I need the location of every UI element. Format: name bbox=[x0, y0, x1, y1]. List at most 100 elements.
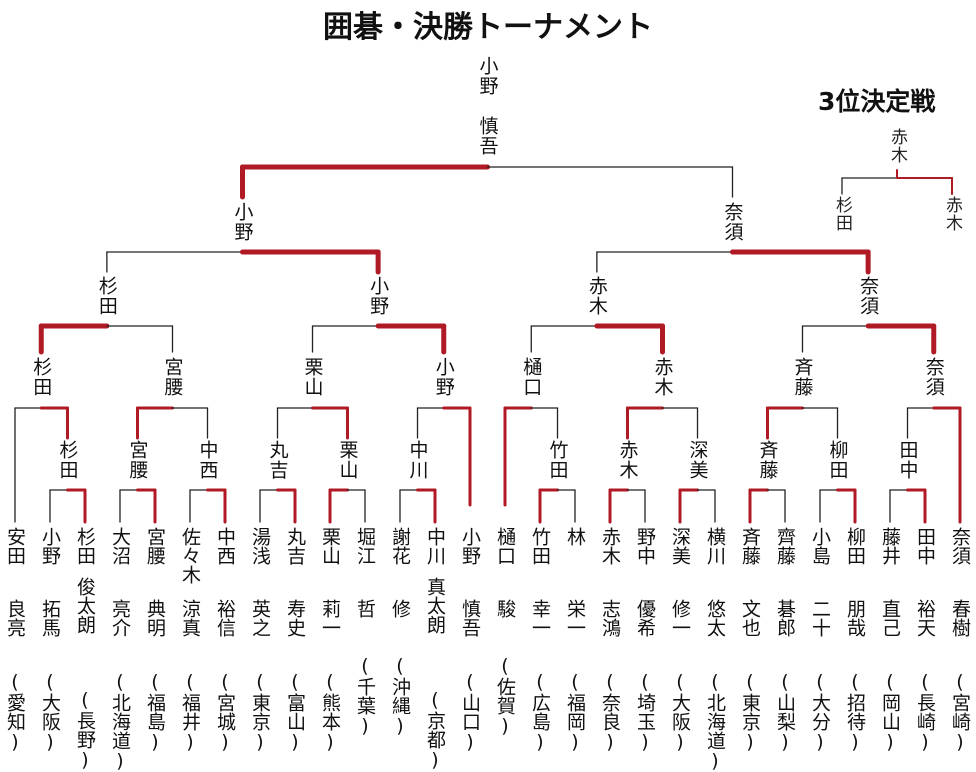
player-given-name: 慎吾 bbox=[459, 599, 481, 637]
player-prefecture: (千葉) bbox=[354, 655, 376, 737]
player-prefecture: (沖縄) bbox=[389, 655, 411, 737]
player-prefecture: (大阪) bbox=[39, 671, 61, 753]
bracket-lines bbox=[14, 164, 962, 524]
round2-winner-label: 栗山 bbox=[301, 357, 324, 397]
player-given-name: 駿 bbox=[494, 599, 516, 618]
player-prefecture: (広島) bbox=[529, 671, 551, 753]
player-entry: 赤木志鴻 (奈良) bbox=[595, 527, 625, 753]
player-surname: 佐々木 bbox=[179, 527, 201, 584]
player-prefecture: (山梨) bbox=[774, 671, 796, 753]
player-prefecture: (東京) bbox=[249, 671, 271, 753]
player-prefecture: (大分) bbox=[809, 671, 831, 753]
champion-surname: 小野 bbox=[476, 56, 499, 96]
player-given-name: 英之 bbox=[249, 599, 271, 637]
player-surname: 杉田 bbox=[74, 527, 96, 565]
player-prefecture: (大阪) bbox=[669, 671, 691, 753]
player-surname: 中西 bbox=[214, 527, 236, 565]
player-surname: 横川 bbox=[704, 527, 726, 565]
third-place-winner-label: 赤木 bbox=[887, 128, 907, 164]
third-place-player-right: 赤木 bbox=[942, 196, 962, 232]
player-surname: 奈須 bbox=[949, 527, 971, 565]
player-prefecture: (福島) bbox=[144, 671, 166, 753]
player-surname: 齊藤 bbox=[774, 527, 796, 565]
round2-winner-label: 樋口 bbox=[520, 357, 543, 397]
player-entry: 柳田朋哉(招待) bbox=[840, 527, 870, 753]
quarterfinal-winner-label: 小野 bbox=[367, 276, 390, 316]
round1-winner-label: 中川 bbox=[406, 440, 429, 480]
round1-winner-label: 杉田 bbox=[56, 440, 79, 480]
player-given-name: 典明 bbox=[144, 599, 166, 637]
player-given-name: 俊太朗 bbox=[74, 577, 96, 634]
player-given-name: 莉一 bbox=[319, 599, 341, 637]
player-entry: 杉田俊太朗 (長野) bbox=[70, 527, 100, 771]
player-surname: 藤井 bbox=[879, 527, 901, 565]
round1-winner-label: 斉藤 bbox=[756, 440, 779, 480]
player-prefecture: (山口) bbox=[459, 671, 481, 753]
player-surname: 樋口 bbox=[494, 527, 516, 565]
player-surname: 堀江 bbox=[354, 527, 376, 565]
round2-winner-label: 赤木 bbox=[651, 357, 674, 397]
player-given-name: 真太朗 bbox=[424, 577, 446, 634]
player-surname: 湯浅 bbox=[249, 527, 271, 565]
player-surname: 斉藤 bbox=[739, 527, 761, 565]
player-prefecture: (宮城) bbox=[214, 671, 236, 753]
player-given-name: 優希 bbox=[634, 599, 656, 637]
player-prefecture: (奈良) bbox=[599, 671, 621, 753]
player-given-name: 亮介 bbox=[109, 599, 131, 637]
player-surname: 林 bbox=[564, 527, 586, 546]
player-prefecture: (埼玉) bbox=[634, 671, 656, 753]
round1-winner-label: 田中 bbox=[896, 440, 919, 480]
player-given-name: 寿史 bbox=[284, 599, 306, 637]
player-entry: 中川真太朗(京都) bbox=[420, 527, 450, 771]
player-given-name: 悠太 bbox=[704, 599, 726, 637]
third-place-player-left: 杉田 bbox=[832, 196, 852, 232]
player-entry: 樋口駿 (佐賀) bbox=[490, 527, 520, 737]
champion-given-name: 慎吾 bbox=[476, 116, 499, 156]
player-given-name: 涼真 bbox=[179, 599, 201, 637]
round2-winner-label: 斉藤 bbox=[791, 357, 814, 397]
round1-winner-label: 深美 bbox=[686, 440, 709, 480]
round1-winner-label: 宮腰 bbox=[126, 440, 149, 480]
round1-winner-label: 栗山 bbox=[336, 440, 359, 480]
player-surname: 赤木 bbox=[599, 527, 621, 565]
player-given-name: 直己 bbox=[879, 599, 901, 637]
player-surname: 小野 bbox=[39, 527, 61, 565]
player-entry: 湯浅英之 (東京) bbox=[245, 527, 275, 753]
player-given-name: 春樹 bbox=[949, 599, 971, 637]
player-surname: 丸吉 bbox=[284, 527, 306, 565]
player-entry: 謝花修(沖縄) bbox=[385, 527, 415, 737]
page-title: 囲碁・決勝トーナメント bbox=[323, 10, 653, 45]
player-entry: 安田良亮(愛知) bbox=[0, 527, 30, 753]
player-prefecture: (佐賀) bbox=[494, 655, 516, 737]
round1-winner-label: 竹田 bbox=[546, 440, 569, 480]
player-prefecture: (北海道) bbox=[109, 671, 131, 772]
player-given-name: 拓馬 bbox=[39, 599, 61, 637]
round1-winner-label: 柳田 bbox=[826, 440, 849, 480]
player-given-name: 志鴻 bbox=[599, 599, 621, 637]
player-entry: 深美修一(大阪) bbox=[665, 527, 695, 753]
player-given-name: 修一 bbox=[669, 599, 691, 637]
player-surname: 大沼 bbox=[109, 527, 131, 565]
player-entry: 奈須春樹 (宮崎) bbox=[945, 527, 975, 753]
player-entry: 斉藤文也(東京) bbox=[735, 527, 765, 753]
player-prefecture: (宮崎) bbox=[949, 671, 971, 753]
player-entry: 藤井直己(岡山) bbox=[875, 527, 905, 753]
player-entry: 小野拓馬 (大阪) bbox=[35, 527, 65, 753]
player-prefecture: (長野) bbox=[74, 689, 96, 771]
round2-winner-label: 宮腰 bbox=[161, 357, 184, 397]
player-given-name: 修 bbox=[389, 599, 411, 618]
player-prefecture: (愛知) bbox=[4, 671, 26, 753]
player-surname: 小野 bbox=[459, 527, 481, 565]
player-prefecture: (福岡) bbox=[564, 671, 586, 753]
player-surname: 野中 bbox=[634, 527, 656, 565]
quarterfinal-winner-label: 赤木 bbox=[585, 276, 608, 316]
player-prefecture: (東京) bbox=[739, 671, 761, 753]
player-given-name: 二十 bbox=[809, 599, 831, 637]
player-given-name: 裕天 bbox=[914, 599, 936, 637]
round1-winner-label: 赤木 bbox=[616, 440, 639, 480]
player-entry: 小野慎吾 (山口) bbox=[455, 527, 485, 753]
player-surname: 田中 bbox=[914, 527, 936, 565]
player-prefecture: (長崎) bbox=[914, 671, 936, 753]
player-given-name: 碁郎 bbox=[774, 599, 796, 637]
round2-winner-label: 小野 bbox=[432, 357, 455, 397]
